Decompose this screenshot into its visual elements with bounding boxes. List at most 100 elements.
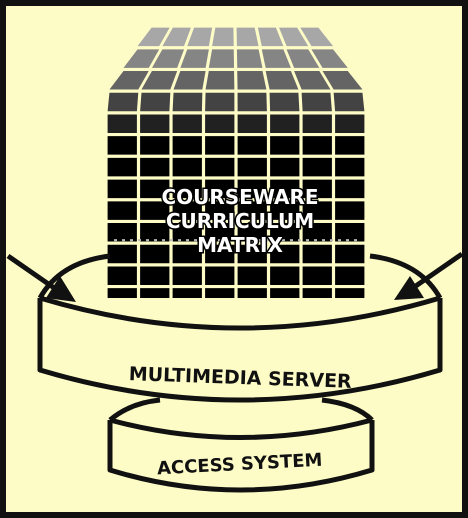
matrix-cell [205,71,235,90]
matrix-cell [205,92,235,112]
matrix-cell [237,157,267,177]
access-cylinder: ACCESS SYSTEM [107,397,375,493]
matrix-cell [294,71,331,90]
matrix-cell [270,201,300,220]
server-cylinder: MULTIMEDIA SERVER [37,253,443,403]
server-cylinder-back-rim [37,253,443,300]
matrix-dot [178,239,181,242]
matrix-cell [237,201,267,220]
matrix-cell [123,49,160,68]
matrix-cell [236,27,259,47]
server-cylinder-body [37,298,443,403]
matrix-cell [107,244,137,264]
matrix-cell [286,49,320,68]
matrix-cell [335,266,365,285]
matrix-cell [172,114,202,133]
matrix-cell [205,136,235,155]
matrix-cell [257,27,284,47]
matrix-cell [107,179,137,199]
matrix-cell [301,92,332,112]
matrix-cell [172,266,202,285]
matrix-cell [302,136,332,155]
matrix-cell [172,179,202,199]
matrix-cell [335,201,365,220]
matrix-cell [237,266,267,285]
matrix-cell [205,157,235,177]
matrix-cell [311,49,348,68]
matrix-dot [330,239,333,242]
matrix-dot [290,239,293,242]
matrix-cell [140,157,170,177]
matrix-cell [270,157,300,177]
matrix-cell [107,136,137,155]
matrix-cell [172,201,202,220]
matrix-cell [187,27,213,47]
matrix-label-line-2: CURRICULUM [166,209,314,233]
matrix-dot [250,239,253,242]
matrix-cell [302,157,332,177]
matrix-cell [140,114,170,133]
matrix-dot [322,239,325,242]
matrix-cell [269,92,300,112]
matrix-cell [302,114,332,133]
matrix-cell [137,27,170,47]
matrix-cell [180,49,209,68]
left-arrow-shaft [6,253,62,295]
matrix-cell [261,49,291,68]
matrix-cell [140,244,170,264]
matrix-cell [335,157,365,177]
matrix-cell [205,201,235,220]
matrix-dot [314,239,317,242]
bottom-dashes [100,512,366,516]
matrix-cell [236,49,263,68]
matrix-cell [237,136,267,155]
matrix-cell [107,266,137,285]
matrix-cell [141,71,178,90]
matrix-dot [194,239,197,242]
matrix-dot [258,239,261,242]
matrix-cell [300,27,334,47]
matrix-dot [210,239,213,242]
matrix-label-line-3: MATRIX [197,233,283,257]
matrix-cell [151,49,185,68]
matrix-dot [282,239,285,242]
matrix-dot [122,239,125,242]
matrix-cell [270,244,300,264]
matrix-cell [270,114,300,133]
matrix-dot [130,239,133,242]
matrix-cell [140,201,170,220]
matrix-cell [265,71,299,90]
bottom-dash [338,512,366,516]
matrix-dot [170,239,173,242]
matrix-dot [114,239,117,242]
matrix-dot [218,239,221,242]
access-cylinder-back-rim [108,397,374,422]
matrix-cell [302,201,332,220]
matrix-dot [162,239,165,242]
matrix-cell [162,27,191,47]
matrix-cell [212,27,234,47]
matrix-cell [270,136,300,155]
matrix-cell [205,223,235,242]
matrix-cell [335,223,365,242]
matrix-cell [208,49,235,68]
matrix-cell [335,114,365,133]
matrix-dot [274,239,277,242]
access-cylinder-body [107,420,375,493]
matrix-cell [140,223,170,242]
matrix-cell [322,71,363,90]
matrix-cell [333,92,365,112]
matrix-cell [270,223,300,242]
matrix-cell [205,114,235,133]
matrix-cell [205,266,235,285]
left-arrow [6,253,76,302]
matrix-cell [107,92,139,112]
matrix-cell [302,179,332,199]
bottom-dash [220,512,248,516]
matrix-cell [205,179,235,199]
matrix-cell [107,201,137,220]
matrix-dot [338,239,341,242]
matrix-cell [335,244,365,264]
matrix-cell [270,266,300,285]
